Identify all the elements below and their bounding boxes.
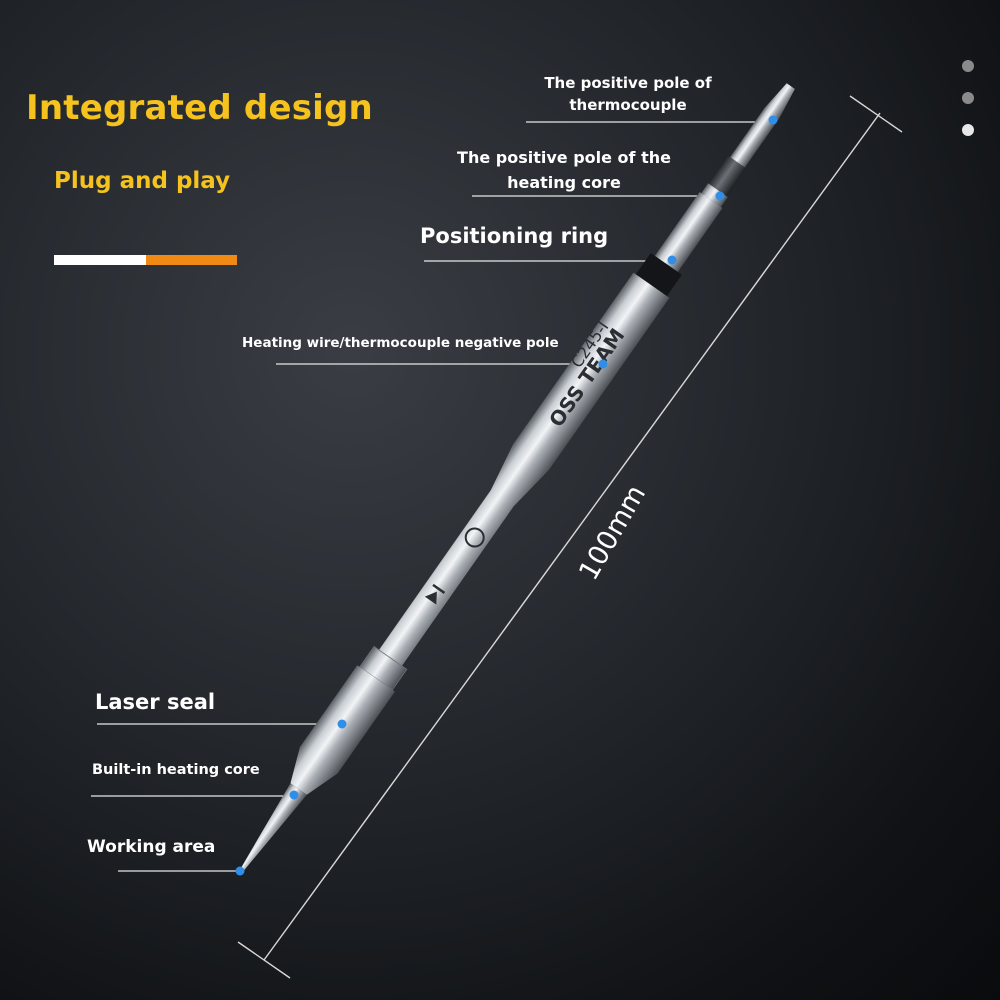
label-thermocouple-line1: The positive pole of [544, 74, 712, 92]
subheadline: Plug and play [54, 168, 231, 194]
leader-lines [91, 121, 772, 872]
marker-laser-seal [337, 719, 347, 729]
accent-bar [54, 255, 237, 265]
marker-positioning-ring [667, 255, 677, 265]
logo-badge-icon [464, 527, 485, 548]
marker-negative-pole [598, 359, 608, 369]
slide-dot-1[interactable] [962, 60, 974, 72]
label-heating-core-line2: heating core [507, 173, 621, 192]
positioning-ring [635, 253, 682, 297]
slide-indicator [962, 60, 978, 156]
dimension-label: 100mm [573, 480, 652, 586]
marker-builtin-core [289, 790, 299, 800]
play-arrow-icon [424, 591, 437, 605]
dimension-line [237, 95, 903, 979]
label-working-area: Working area [87, 837, 216, 857]
terminal-collar [708, 156, 747, 197]
accent-bar-white [54, 255, 146, 265]
label-negative-pole: Heating wire/thermocouple negative pole [242, 335, 559, 351]
marker-working-area [235, 866, 245, 876]
label-laser-seal: Laser seal [95, 690, 216, 714]
headline: Integrated design [26, 88, 373, 128]
label-positioning-ring: Positioning ring [420, 224, 609, 248]
accent-bar-orange [146, 255, 237, 265]
label-builtin-heating-core: Built-in heating core [92, 762, 260, 778]
label-thermocouple-positive: The positive pole of thermocouple [536, 72, 720, 116]
marker-thermocouple [768, 115, 778, 125]
slide-dot-2[interactable] [962, 92, 974, 104]
slide-dot-3[interactable] [962, 124, 974, 136]
label-thermocouple-line2: thermocouple [569, 96, 687, 114]
label-heating-core-positive: The positive pole of the heating core [448, 145, 680, 195]
callout-markers [235, 115, 778, 876]
label-heating-core-line1: The positive pole of the [457, 148, 671, 167]
marker-heating-core-positive [715, 191, 725, 201]
